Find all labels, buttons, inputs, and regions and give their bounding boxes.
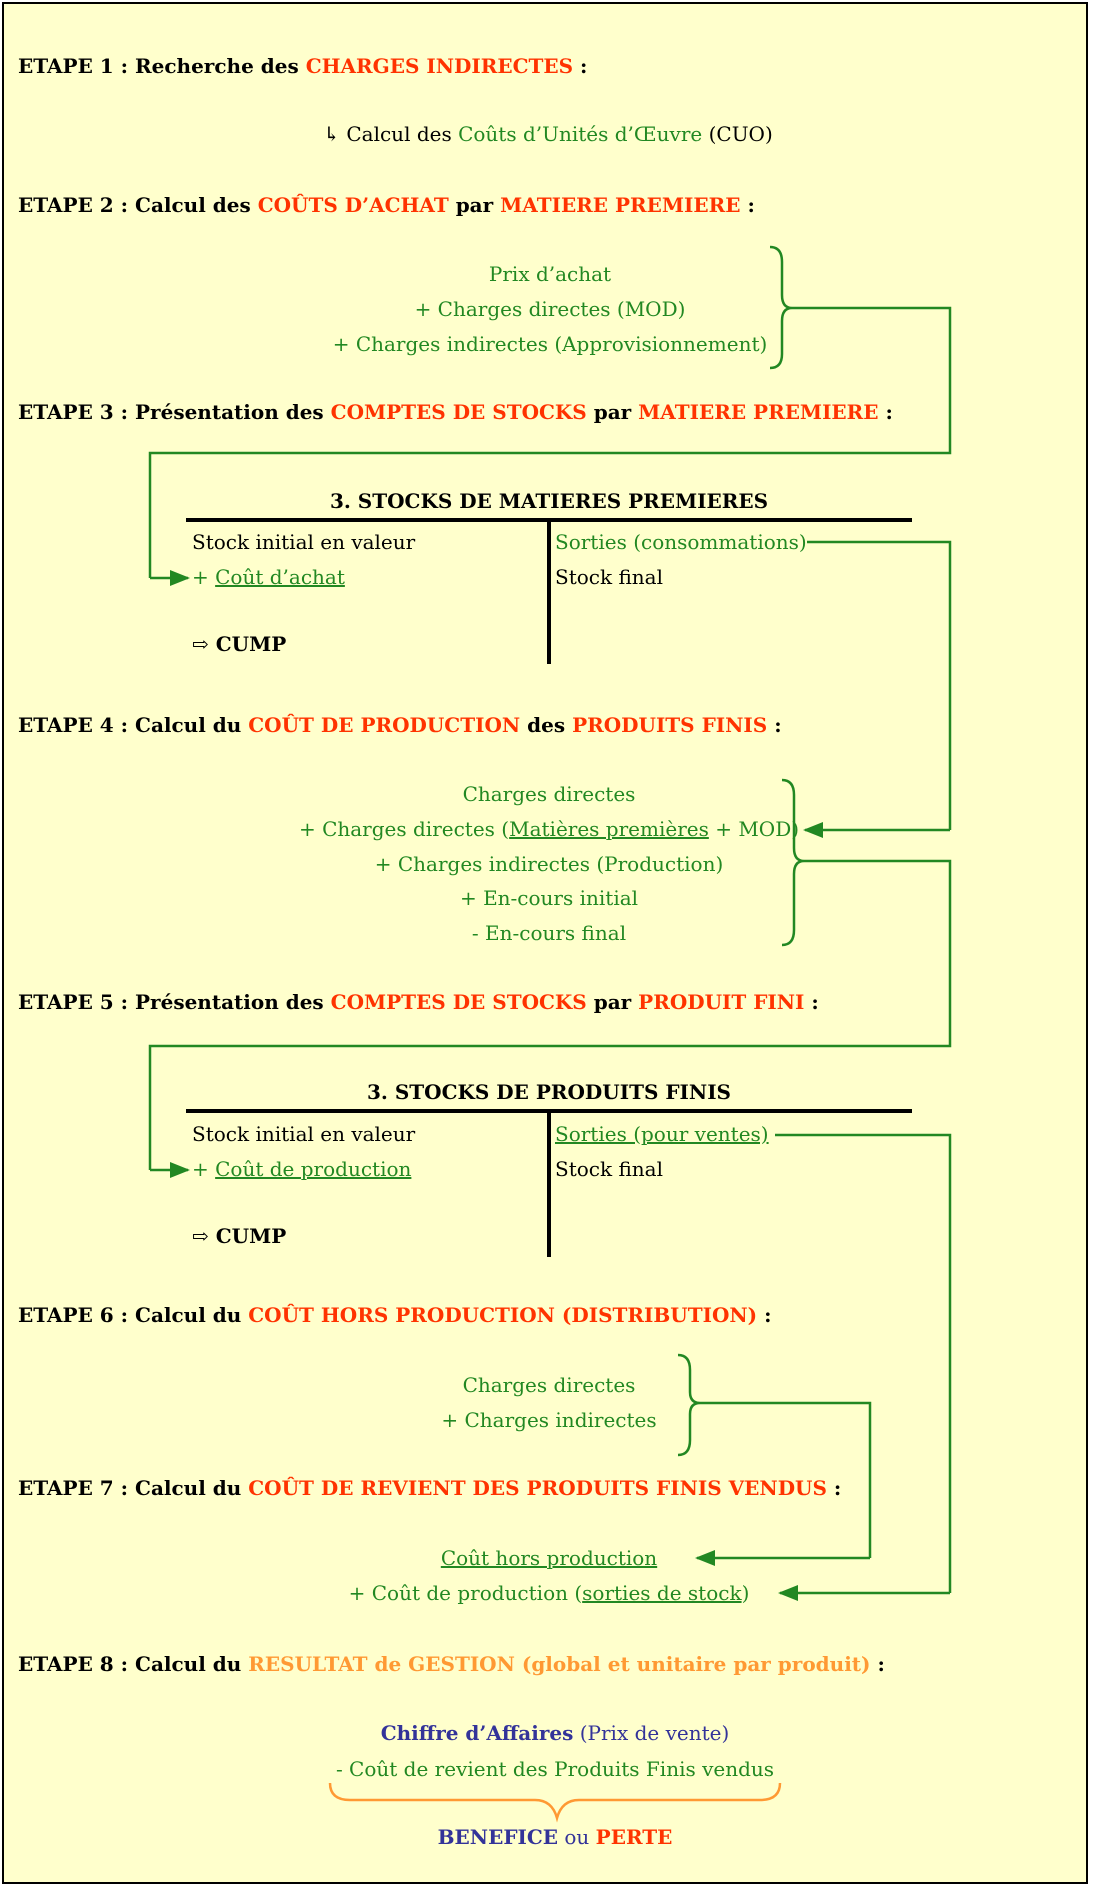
brace-result — [328, 1782, 782, 1823]
connector-production — [148, 859, 952, 1170]
brace-step6 — [677, 1353, 701, 1457]
step-2-heading: ETAPE 2 : Calcul des COÛTS D’ACHAT par M… — [18, 193, 755, 217]
step-8-heading: ETAPE 8 : Calcul du RESULTAT de GESTION … — [18, 1652, 885, 1676]
turn-arrow-icon: ↳ — [323, 122, 340, 146]
stock-pf-right-1: Sorties (pour ventes) — [555, 1122, 769, 1146]
step-2-line-2: + Charges directes (MOD) — [414, 297, 686, 321]
stock-mp-right-1: Sorties (consommations) — [555, 530, 807, 554]
step-2-line-1: Prix d’achat — [488, 262, 612, 286]
step-4-line-4: + En-cours initial — [459, 886, 639, 910]
stock-pf-left-2: + Coût de production — [192, 1157, 412, 1181]
step-6-line-1: Charges directes — [462, 1373, 636, 1397]
connector-hors-production — [700, 1401, 872, 1558]
step-6-heading: ETAPE 6 : Calcul du COÛT HORS PRODUCTION… — [18, 1303, 772, 1327]
connector-sorties-pf — [775, 1133, 952, 1593]
step-8-line-2: - Coût de revient des Produits Finis ven… — [335, 1757, 775, 1781]
step-3-heading: ETAPE 3 : Présentation des COMPTES DE ST… — [18, 400, 893, 424]
step-8-result: BENEFICE ou PERTE — [437, 1825, 673, 1849]
stock-pf-right-2: Stock final — [555, 1157, 663, 1181]
step-1-heading: ETAPE 1 : Recherche des CHARGES INDIRECT… — [18, 54, 588, 78]
step-6-line-2: + Charges indirectes — [441, 1408, 657, 1432]
brace-step4 — [781, 778, 805, 947]
step-7-line-2: + Coût de production (sorties de stock) — [348, 1581, 750, 1605]
stock-mp-right-2: Stock final — [555, 565, 663, 589]
step-5-heading: ETAPE 5 : Présentation des COMPTES DE ST… — [18, 990, 819, 1014]
connector-sorties-mp — [807, 540, 952, 830]
stock-mp-left-2: + Coût d’achat — [192, 565, 345, 589]
step-4-line-1: Charges directes — [462, 782, 636, 806]
stock-pf-title: 3. STOCKS DE PRODUITS FINIS — [367, 1080, 731, 1104]
step-4-line-5: - En-cours final — [471, 921, 627, 945]
stock-pf-cump: ⇨ CUMP — [192, 1224, 287, 1248]
step-2-line-3: + Charges indirectes (Approvisionnement) — [332, 332, 768, 356]
step-1-detail: ↳ Calcul des Coûts d’Unités d’Œuvre (CUO… — [323, 122, 773, 146]
stock-mp-cump: ⇨ CUMP — [192, 632, 287, 656]
stock-mp-left-1: Stock initial en valeur — [192, 530, 416, 554]
step-4-line-2: + Charges directes (Matières premières +… — [298, 817, 800, 841]
connector-achat — [148, 306, 952, 578]
step-4-line-3: + Charges indirectes (Production) — [374, 852, 724, 876]
step-8-line-1: Chiffre d’Affaires (Prix de vente) — [380, 1721, 730, 1745]
brace-step2 — [769, 245, 793, 370]
stock-mp-title: 3. STOCKS DE MATIERES PREMIERES — [329, 489, 769, 513]
stock-pf-left-1: Stock initial en valeur — [192, 1122, 416, 1146]
step-4-heading: ETAPE 4 : Calcul du COÛT DE PRODUCTION d… — [18, 713, 782, 737]
step-7-line-1: Coût hors production — [440, 1546, 658, 1570]
step-7-heading: ETAPE 7 : Calcul du COÛT DE REVIENT DES … — [18, 1476, 842, 1500]
